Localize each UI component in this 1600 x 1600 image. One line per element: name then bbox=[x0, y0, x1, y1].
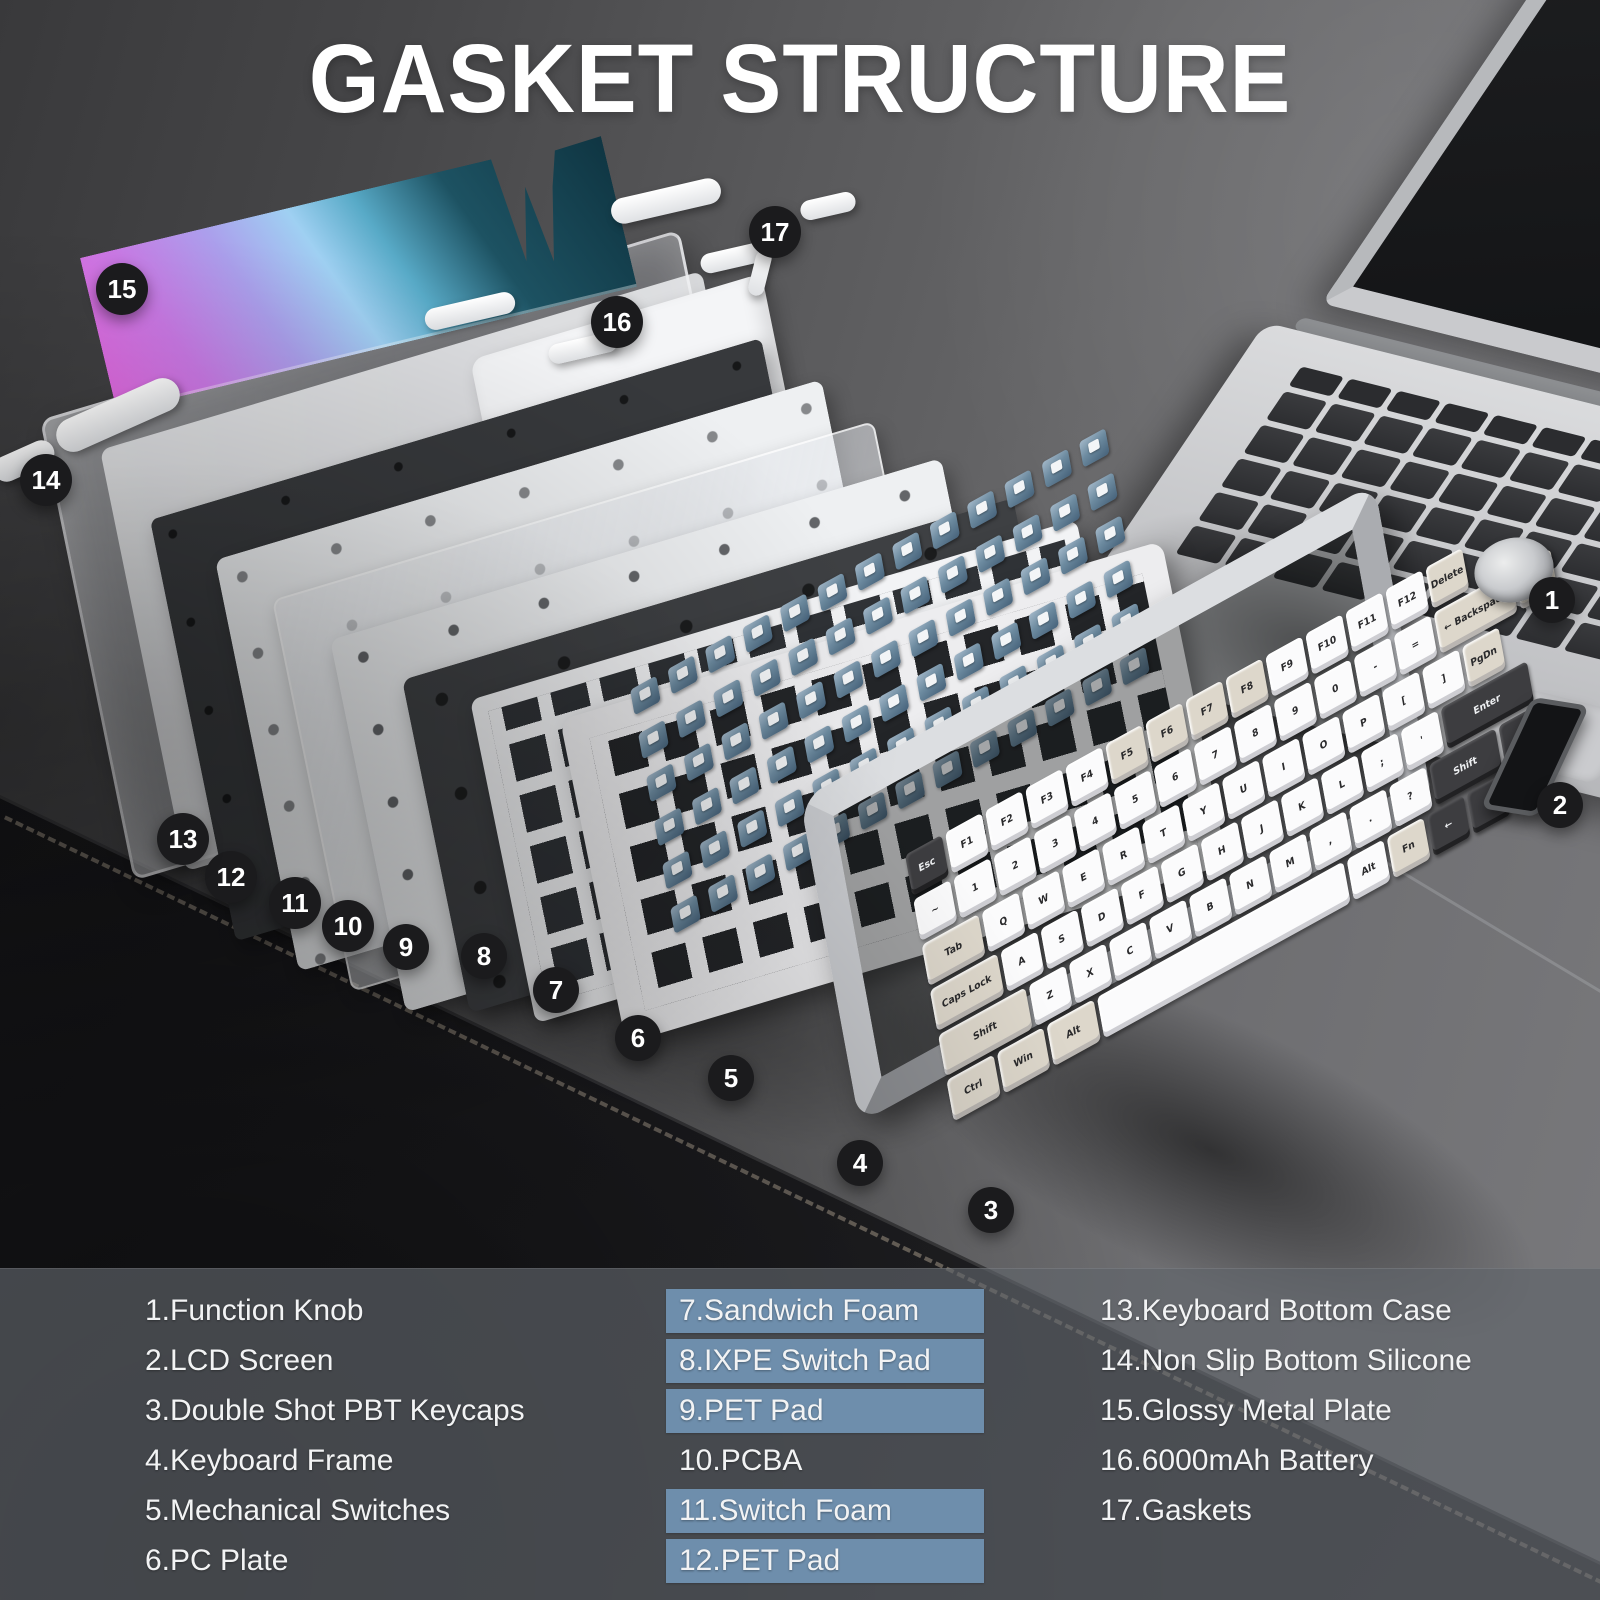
badge-7: 7 bbox=[533, 967, 579, 1013]
badge-9: 9 bbox=[383, 924, 429, 970]
badge-17: 17 bbox=[749, 206, 801, 258]
legend-item: 6.PC Plate bbox=[145, 1544, 289, 1577]
badge-13: 13 bbox=[157, 813, 209, 865]
legend-item: 9.PET Pad bbox=[666, 1389, 984, 1433]
legend-column-2: 7.Sandwich Foam 8.IXPE Switch Pad 9.PET Pa… bbox=[666, 1289, 984, 1589]
legend-item: 7.Sandwich Foam bbox=[666, 1289, 984, 1333]
badge-10: 10 bbox=[322, 900, 374, 952]
legend-item: 4.Keyboard Frame bbox=[145, 1444, 394, 1477]
badge-14: 14 bbox=[20, 454, 72, 506]
legend-column-3: 13.Keyboard Bottom Case 14.Non Slip Botto… bbox=[1100, 1289, 1472, 1539]
legend-item: 13.Keyboard Bottom Case bbox=[1100, 1294, 1452, 1327]
legend-item: 11.Switch Foam bbox=[666, 1489, 984, 1533]
legend-column-1: 1.Function Knob 2.LCD Screen 3.Double Shot… bbox=[145, 1289, 525, 1589]
badge-1: 1 bbox=[1529, 577, 1575, 623]
legend-item: 17.Gaskets bbox=[1100, 1494, 1252, 1527]
legend-item: 2.LCD Screen bbox=[145, 1344, 334, 1377]
page-title: GASKET STRUCTURE bbox=[308, 24, 1292, 133]
legend-item: 12.PET Pad bbox=[666, 1539, 984, 1583]
legend-item: 14.Non Slip Bottom Silicone bbox=[1100, 1344, 1472, 1377]
legend-item: 15.Glossy Metal Plate bbox=[1100, 1394, 1392, 1427]
badge-3: 3 bbox=[968, 1187, 1014, 1233]
legend-item: 3.Double Shot PBT Keycaps bbox=[145, 1394, 525, 1427]
badge-6: 6 bbox=[615, 1015, 661, 1061]
badge-11: 11 bbox=[269, 877, 321, 929]
badge-2: 2 bbox=[1537, 782, 1583, 828]
legend-item: 5.Mechanical Switches bbox=[145, 1494, 451, 1527]
badge-12: 12 bbox=[205, 851, 257, 903]
legend-item: 8.IXPE Switch Pad bbox=[666, 1339, 984, 1383]
badge-15: 15 bbox=[96, 263, 148, 315]
legend-item: 10.PCBA bbox=[679, 1444, 803, 1477]
legend-item: 1.Function Knob bbox=[145, 1294, 364, 1327]
legend-panel: 1.Function Knob 2.LCD Screen 3.Double Shot… bbox=[0, 1268, 1600, 1600]
badge-5: 5 bbox=[708, 1055, 754, 1101]
badge-4: 4 bbox=[837, 1140, 883, 1186]
badge-16: 16 bbox=[591, 296, 643, 348]
legend-item: 16.6000mAh Battery bbox=[1100, 1444, 1374, 1477]
badge-8: 8 bbox=[461, 933, 507, 979]
